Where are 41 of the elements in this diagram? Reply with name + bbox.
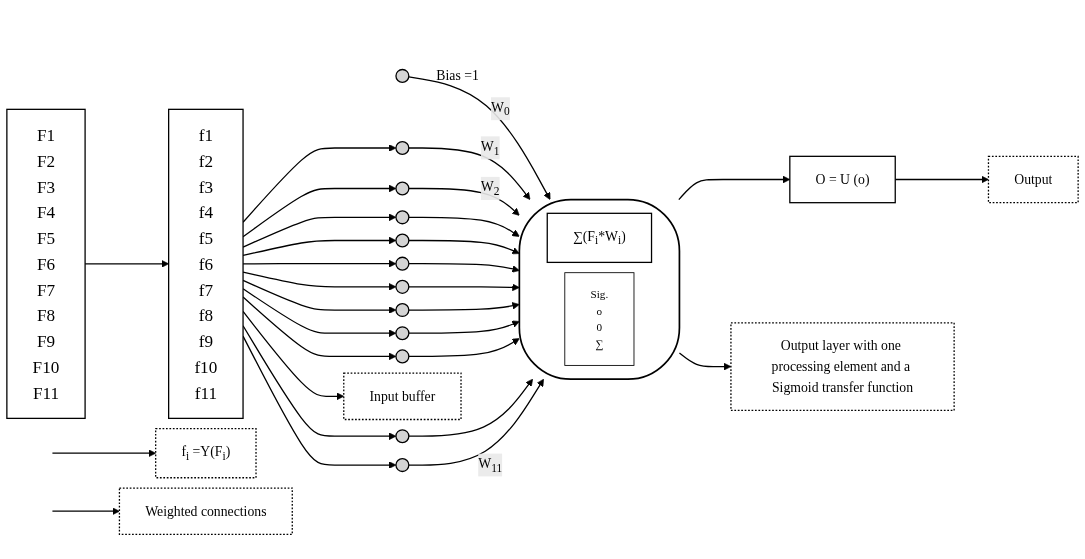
arrow: [408, 302, 520, 311]
node-circle: [395, 68, 410, 83]
node-box: Input buffer: [343, 372, 462, 421]
node-circle: [395, 210, 410, 225]
arrow: [408, 320, 520, 334]
node-box: F1 F2 F3 F4 F5 F6 F7 F8 F9 F10 F11: [6, 108, 86, 419]
arrow: [408, 283, 520, 292]
node-box: Output layer with one processing element and a Sigmoid transfer function: [730, 322, 955, 412]
node-circle: [395, 233, 410, 248]
arrow: [408, 338, 520, 358]
arrow: [408, 216, 520, 237]
node-box: Output: [987, 155, 1079, 204]
node-label: Bias =1: [436, 68, 479, 83]
node-box: Sig. o 0 ∑: [564, 272, 635, 366]
node-box: Weighted connections: [118, 487, 293, 536]
node-circle: [395, 302, 410, 318]
node-circle: [395, 429, 410, 444]
arrow: [408, 76, 551, 200]
cluster: [518, 198, 681, 380]
node-box: O = U (o): [789, 155, 896, 204]
edge-label: W$_{1}$: [480, 138, 500, 158]
edge-label: W$_{2}$: [480, 179, 500, 198]
node-circle: [395, 140, 410, 156]
node-circle: [395, 457, 410, 473]
node-circle: [395, 349, 410, 364]
edge-label: W$_{11}$: [478, 455, 503, 475]
node-circle: [395, 279, 410, 294]
arrow: [408, 263, 520, 273]
arrow: [408, 147, 531, 200]
node-box: f$_{i}$ =Y(F$_{i}$): [155, 428, 257, 479]
node-box: f1 f2 f3 f4 f5 f6 f7 f8 f9 f10 f11: [168, 108, 244, 419]
node-circle: [395, 256, 410, 271]
arrow: [408, 239, 520, 255]
arrow: [408, 187, 520, 216]
arrow: [408, 378, 533, 437]
arrow: [51, 507, 120, 515]
node-box: ∑(F$_{i}$*W$_{i}$): [546, 212, 653, 264]
arrow: [408, 378, 544, 466]
node-circle: [395, 326, 410, 341]
node-circle: [395, 181, 410, 196]
edge-label: W$_{0}$: [490, 99, 510, 118]
